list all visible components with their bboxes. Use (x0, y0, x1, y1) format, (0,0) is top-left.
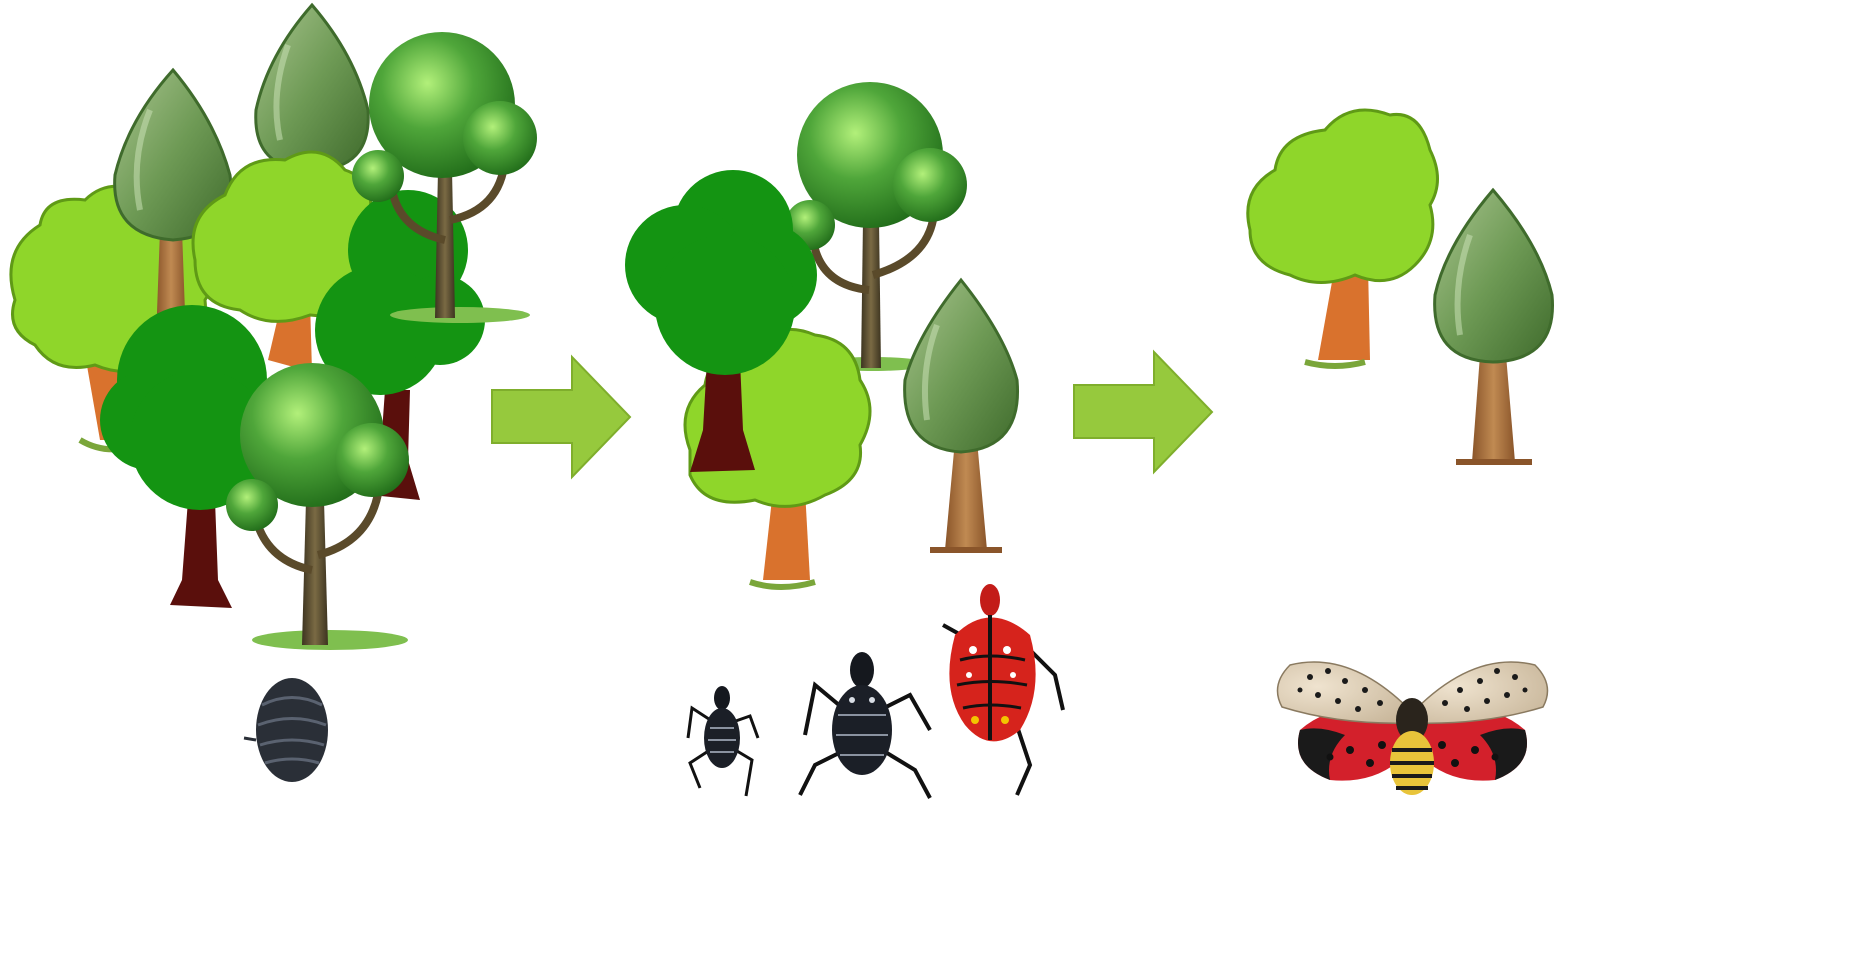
early-nymph-icon (680, 668, 765, 803)
poplar-tree-icon (1435, 190, 1553, 462)
poplar-tree-icon (905, 280, 1018, 550)
stage-3-sparse-forest (1240, 90, 1560, 475)
mid-nymph-icon (790, 640, 940, 805)
adult-lanternfly-icon (1270, 645, 1555, 805)
stage-1-dense-forest (0, 0, 560, 660)
maple-tree-icon (1248, 110, 1438, 366)
stage-2-medium-forest (615, 80, 1035, 590)
arrow-right-icon (490, 355, 635, 480)
arrow-right-icon (1072, 350, 1217, 475)
round-tree-icon (226, 363, 409, 650)
late-nymph-icon (935, 580, 1070, 800)
egg-mass-icon (240, 660, 340, 785)
